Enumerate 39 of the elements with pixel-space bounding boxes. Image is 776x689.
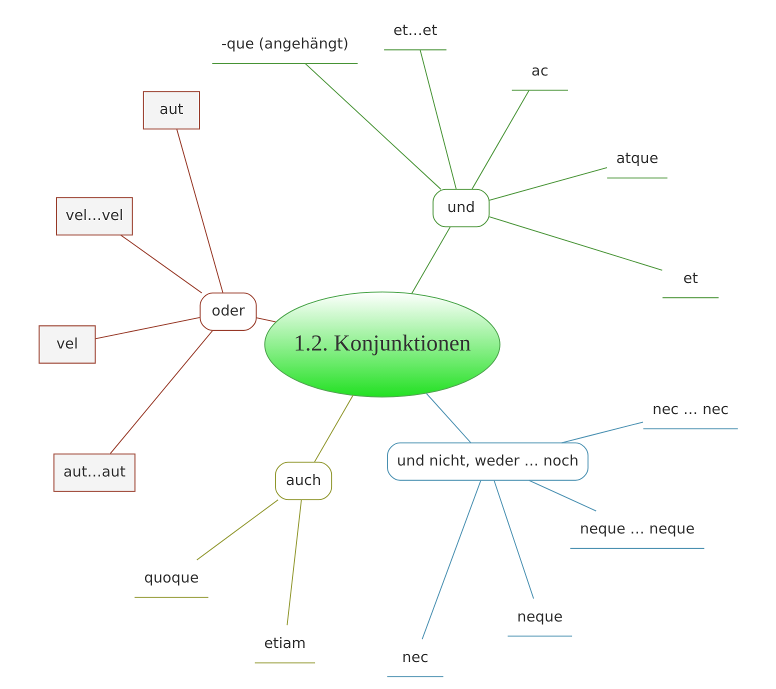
node-text: quoque: [144, 570, 198, 587]
node-ellipse: 1.2. Konjunktionen: [264, 292, 500, 398]
connector: [109, 330, 212, 454]
node-text: et: [682, 270, 698, 287]
connector: [120, 234, 202, 294]
node-text: et…et: [392, 22, 437, 39]
node-box: auch: [274, 462, 332, 500]
connector: [560, 422, 643, 444]
node-box: oder: [199, 292, 256, 331]
node-text: nec: [402, 650, 428, 666]
connector: [256, 317, 276, 322]
node-text: ac: [530, 63, 548, 80]
connector: [426, 393, 471, 444]
node-box: und nicht, weder … noch: [386, 442, 588, 481]
node-text: etiam: [264, 636, 306, 652]
connector: [419, 50, 456, 190]
node-box: aut…aut: [52, 453, 135, 492]
connector: [313, 395, 353, 462]
node-text: neque … neque: [579, 522, 694, 538]
node-text: neque: [516, 609, 562, 626]
node-text: nec … nec: [652, 402, 728, 418]
node-box: vel…vel: [56, 197, 132, 236]
connector: [488, 167, 607, 201]
connector: [493, 480, 534, 599]
connector: [304, 63, 441, 190]
connector: [286, 500, 302, 626]
connector: [94, 317, 200, 340]
node-text: -que (angehängt): [220, 36, 348, 53]
node-box: und: [432, 188, 490, 228]
node-box: vel: [38, 325, 96, 364]
connector: [528, 480, 596, 512]
node-box: aut: [142, 91, 200, 130]
connector: [421, 480, 481, 640]
node-text: atque: [616, 151, 658, 168]
connector: [471, 90, 529, 190]
connector: [410, 226, 450, 294]
connector: [176, 128, 223, 293]
connector: [488, 216, 662, 271]
connector: [196, 499, 278, 560]
